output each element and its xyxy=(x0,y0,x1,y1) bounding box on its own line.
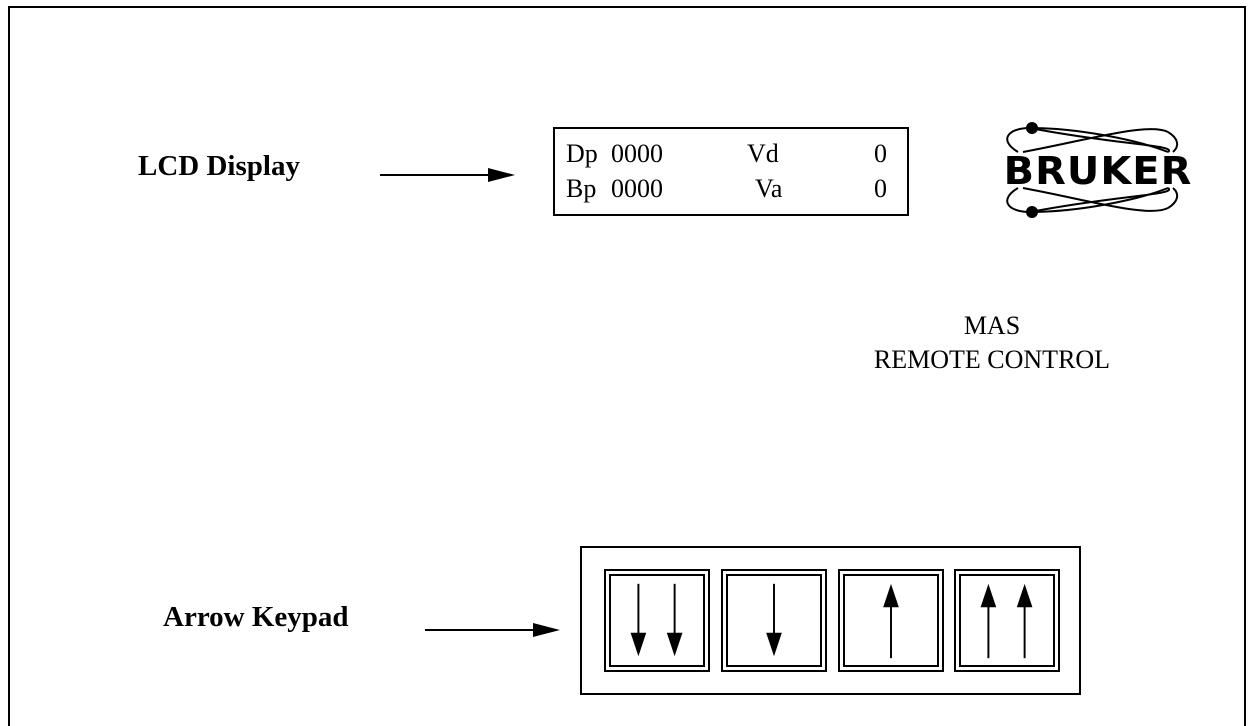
lcd-row2-value2: 0 xyxy=(874,174,887,203)
up-key-face xyxy=(843,574,939,667)
double-up-arrow-icon xyxy=(980,583,1033,659)
down-key-face xyxy=(726,574,822,667)
down-key[interactable] xyxy=(721,569,827,672)
double-up-key[interactable] xyxy=(954,569,1060,672)
lcd-row1-label2: Vd xyxy=(747,139,779,168)
lcd-display: Dp 0000 Vd 0 Bp 0000 Va 0 xyxy=(553,127,909,216)
lcd-row2-value1: 0000 xyxy=(611,174,663,203)
logo-wordmark: BRUKER xyxy=(1003,149,1193,193)
double-down-key-face xyxy=(609,574,705,667)
double-down-key[interactable] xyxy=(604,569,710,672)
lcd-pointer-arrow-icon xyxy=(380,168,515,182)
remote-control-panel xyxy=(8,6,1246,726)
keypad-pointer-arrow-icon xyxy=(425,623,560,637)
down-arrow-icon xyxy=(766,583,782,657)
up-key[interactable] xyxy=(838,569,944,672)
device-title-line1: MAS xyxy=(963,311,1021,340)
lcd-row2-label1: Bp xyxy=(566,174,597,203)
device-title-line2: REMOTE CONTROL xyxy=(873,345,1111,374)
bruker-logo: BRUKER xyxy=(968,120,1220,220)
arrow-keypad-label: Arrow Keypad xyxy=(163,601,349,633)
lcd-row2-label2: Va xyxy=(755,174,783,203)
arrow-keypad xyxy=(580,546,1081,695)
lcd-row1-value2: 0 xyxy=(874,139,887,168)
lcd-display-label: LCD Display xyxy=(138,150,300,182)
atom-orbit-icon xyxy=(1006,122,1179,218)
lcd-row1-value1: 0000 xyxy=(611,139,663,168)
up-arrow-icon xyxy=(883,583,899,659)
lcd-row1-label1: Dp xyxy=(566,139,598,168)
double-up-key-face xyxy=(959,574,1055,667)
double-down-arrow-icon xyxy=(630,583,683,657)
